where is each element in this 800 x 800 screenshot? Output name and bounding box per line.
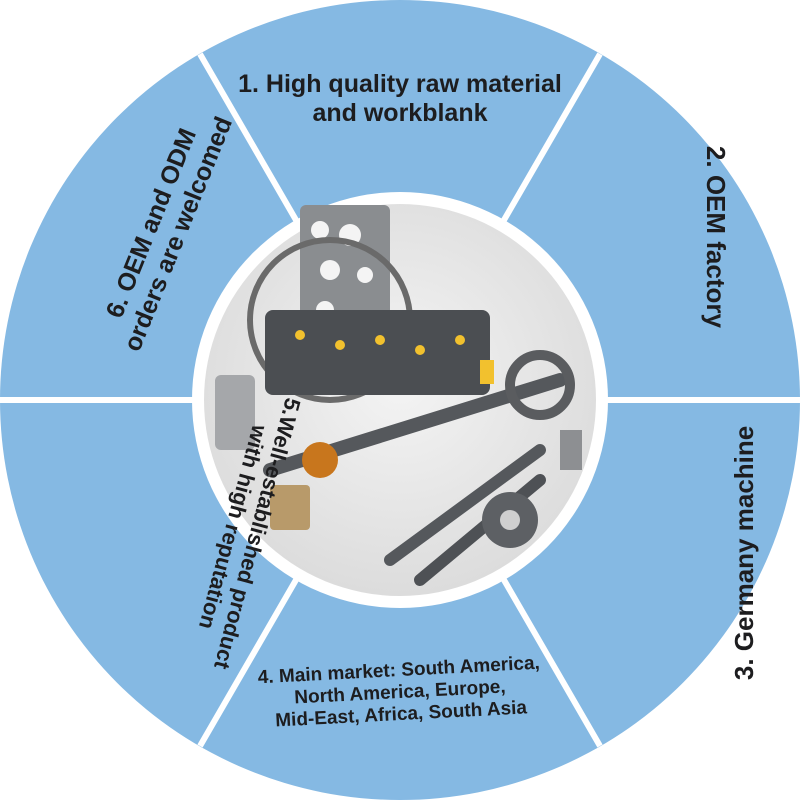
- engine-parts-photo-icon: [204, 204, 596, 596]
- segment-3-label: 3. Germany machine: [729, 418, 760, 688]
- segment-2-label: 2. OEM factory: [700, 112, 731, 362]
- segment-3-line-1: 3. Germany machine: [729, 425, 760, 681]
- segment-1-line-1: 1. High quality raw material: [238, 70, 562, 98]
- segment-1-label: 1. High quality raw material and workbla…: [215, 70, 585, 128]
- segment-1-line-2: and workblank: [312, 98, 488, 127]
- segment-2-line-1: 2. OEM factory: [700, 145, 731, 328]
